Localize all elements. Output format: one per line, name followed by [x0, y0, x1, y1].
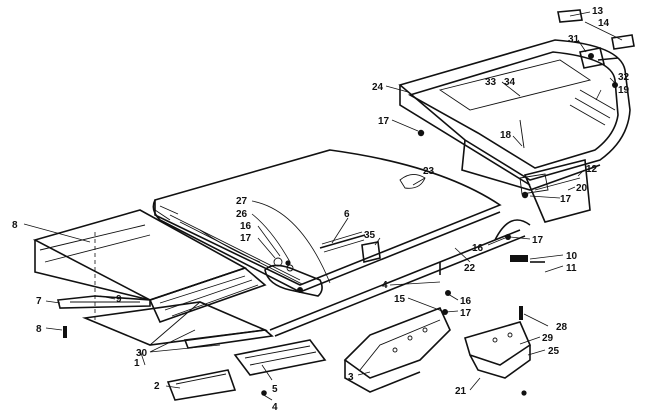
- side-bracket: [464, 321, 532, 379]
- callout-7: 7: [36, 296, 42, 307]
- callout-8: 8: [12, 220, 18, 231]
- hinge-bracket: [343, 306, 451, 393]
- decal-13: [557, 9, 583, 23]
- callout-4: 4: [272, 402, 278, 413]
- callout-8: 8: [36, 324, 42, 335]
- seat-front-edge: [148, 267, 267, 323]
- grab-handle-end: [523, 158, 591, 223]
- callout-2: 2: [154, 381, 160, 392]
- callout-19: 19: [618, 85, 630, 96]
- latch: [579, 47, 605, 69]
- backrest-frame: [398, 39, 631, 195]
- callout-9: 9: [116, 294, 122, 305]
- callout-24: 24: [372, 82, 384, 93]
- cross-tube: [269, 219, 531, 337]
- callout-34: 34: [504, 77, 516, 88]
- callout-22: 22: [464, 263, 476, 274]
- callout-17: 17: [560, 194, 572, 205]
- callout-14: 14: [598, 18, 610, 29]
- callout-23: 23: [423, 166, 435, 177]
- seat-cushion: [152, 149, 502, 293]
- callout-10: 10: [566, 251, 578, 262]
- bracket-rail: [57, 295, 151, 309]
- callout-17: 17: [532, 235, 544, 246]
- callout-30: 30: [136, 348, 148, 359]
- callout-15: 15: [394, 294, 406, 305]
- backrest-bag: [264, 257, 323, 297]
- callout-25: 25: [548, 346, 560, 357]
- callout-16: 16: [460, 296, 472, 307]
- wear-plate: [233, 339, 327, 376]
- callout-6: 6: [344, 209, 350, 220]
- callout-33: 33: [485, 77, 497, 88]
- leader-lines: [23, 11, 623, 401]
- callout-28: 28: [556, 322, 568, 333]
- callout-labels: 8 7 9 8 1 30 2 5 4 3 27 26 16 17 6 35 4 …: [12, 6, 630, 413]
- decal-14: [611, 34, 635, 50]
- reflector: [166, 369, 237, 401]
- callout-4: 4: [382, 280, 388, 291]
- callout-5: 5: [272, 384, 278, 395]
- callout-17: 17: [240, 233, 252, 244]
- callout-16: 16: [240, 221, 252, 232]
- callout-12: 12: [586, 164, 598, 175]
- callout-27: 27: [236, 196, 248, 207]
- callout-35: 35: [364, 230, 376, 241]
- strap-clip: [399, 174, 426, 189]
- lower-pad: [81, 301, 274, 349]
- callout-29: 29: [542, 333, 554, 344]
- callout-13: 13: [592, 6, 604, 17]
- callout-11: 11: [566, 263, 577, 274]
- callout-32: 32: [618, 72, 630, 83]
- callout-3: 3: [348, 372, 354, 383]
- callout-26: 26: [236, 209, 248, 220]
- callout-1: 1: [134, 358, 140, 369]
- callout-18: 18: [500, 130, 512, 141]
- callout-20: 20: [576, 183, 588, 194]
- fasteners: [63, 57, 619, 396]
- callout-17: 17: [460, 308, 472, 319]
- callout-31: 31: [568, 34, 580, 45]
- callout-16: 16: [472, 243, 484, 254]
- callout-17: 17: [378, 116, 390, 127]
- support-rod: [319, 231, 381, 263]
- callout-21: 21: [455, 386, 467, 397]
